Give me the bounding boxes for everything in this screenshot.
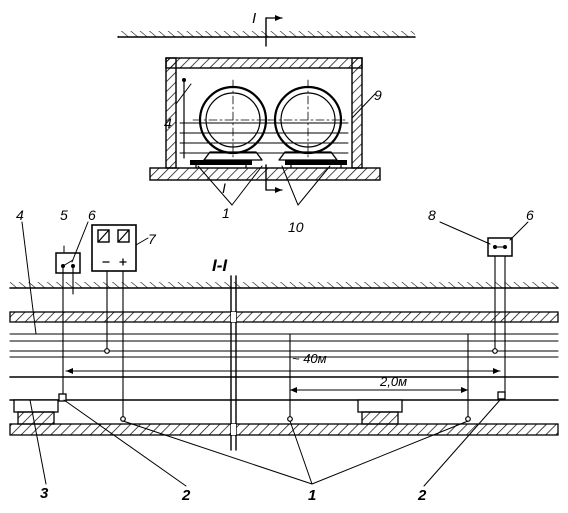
dimension-2m-label: 2,0м bbox=[379, 374, 407, 389]
callout-6-left: 6 bbox=[88, 207, 96, 223]
callout-4-top: 4 bbox=[164, 115, 172, 131]
leaders-top bbox=[175, 83, 376, 206]
terminal-box-left bbox=[55, 252, 81, 274]
callout-1-top: 1 bbox=[222, 205, 230, 221]
pipe-left bbox=[192, 79, 274, 161]
callout-8: 8 bbox=[428, 207, 436, 223]
top-slab bbox=[9, 311, 559, 323]
cable-4-top bbox=[182, 78, 186, 159]
callout-4-bottom: 4 bbox=[16, 207, 24, 223]
pipe-supports bbox=[190, 160, 347, 169]
cross-section-view: I bbox=[117, 10, 416, 235]
longitudinal-section: I-I bbox=[9, 207, 559, 504]
section-mark-top: I bbox=[252, 10, 283, 47]
section-title: I-I bbox=[212, 256, 228, 275]
terminal-box-right bbox=[487, 237, 513, 257]
ground-surface-bottom bbox=[9, 282, 559, 289]
measuring-device bbox=[91, 224, 137, 272]
callout-9: 9 bbox=[374, 87, 382, 103]
callout-7: 7 bbox=[148, 231, 157, 247]
break-line bbox=[230, 275, 237, 451]
callout-1-bottom: 1 bbox=[308, 487, 316, 504]
callout-10: 10 bbox=[288, 219, 304, 235]
dimension-40m-label: ~ 40м bbox=[292, 351, 327, 366]
callout-2-left: 2 bbox=[181, 487, 191, 504]
contact-points bbox=[58, 348, 506, 422]
bottom-slab bbox=[9, 423, 559, 436]
supports-bottom bbox=[13, 399, 403, 425]
callout-2-right: 2 bbox=[417, 487, 427, 504]
callout-3: 3 bbox=[40, 485, 49, 502]
callout-5: 5 bbox=[60, 207, 68, 223]
pipe-right bbox=[267, 79, 349, 161]
section-mark-label-bottom: I bbox=[222, 180, 226, 196]
callout-6-right: 6 bbox=[526, 207, 534, 223]
leaders-bottom bbox=[21, 221, 529, 487]
wires bbox=[62, 255, 506, 420]
section-mark-bottom: I bbox=[222, 164, 283, 196]
pipeline-lines bbox=[9, 333, 559, 401]
section-mark-label-top: I bbox=[252, 10, 256, 27]
